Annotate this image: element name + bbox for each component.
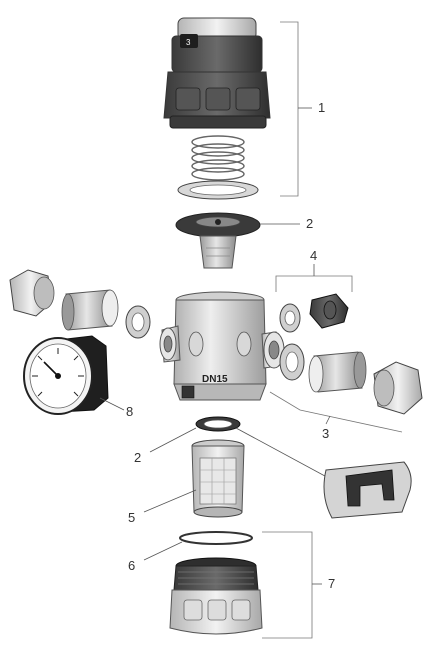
spring bbox=[191, 135, 245, 181]
top-cap-assembly: 3 bbox=[163, 17, 271, 200]
seal-cross-section-detail bbox=[323, 461, 412, 519]
callout-4: 4 bbox=[310, 248, 317, 263]
bowl-o-ring bbox=[179, 531, 253, 545]
callout-2a: 2 bbox=[306, 216, 313, 231]
lead-line-5 bbox=[143, 489, 197, 513]
left-tailpiece bbox=[61, 289, 119, 331]
filter-bowl bbox=[169, 557, 263, 635]
valve-body: DN15 bbox=[159, 291, 285, 401]
bracket-7 bbox=[262, 531, 313, 639]
callout-2b: 2 bbox=[134, 450, 141, 465]
callout-6: 6 bbox=[128, 558, 135, 573]
lead-line-8 bbox=[99, 397, 125, 411]
gauge-needle bbox=[43, 361, 59, 377]
lead-line-3 bbox=[325, 415, 331, 425]
part-4-plug-assembly bbox=[279, 293, 349, 333]
right-washer bbox=[279, 343, 305, 381]
bracket-3 bbox=[269, 391, 403, 433]
diaphragm-insert bbox=[175, 212, 261, 269]
callout-1: 1 bbox=[318, 100, 325, 115]
callout-7: 7 bbox=[328, 576, 335, 591]
callout-8: 8 bbox=[126, 404, 133, 419]
svg-text:3: 3 bbox=[186, 38, 191, 47]
lower-seal-ring bbox=[195, 416, 241, 432]
left-union-nut bbox=[9, 269, 55, 317]
lead-line-6 bbox=[143, 541, 183, 561]
callout-5: 5 bbox=[128, 510, 135, 525]
lead-line-2b bbox=[149, 427, 197, 453]
bracket-4 bbox=[275, 275, 353, 292]
body-marking: DN15 bbox=[202, 374, 228, 385]
cap-seal-ring bbox=[177, 180, 259, 200]
right-union-nut bbox=[373, 361, 423, 415]
filter-screen bbox=[191, 439, 245, 518]
right-tailpiece bbox=[308, 351, 367, 393]
bracket-1 bbox=[280, 21, 299, 197]
lead-line-seal-detail bbox=[235, 427, 337, 483]
pressure-gauge bbox=[23, 335, 109, 415]
left-washer bbox=[125, 305, 151, 339]
callout-3: 3 bbox=[322, 426, 329, 441]
